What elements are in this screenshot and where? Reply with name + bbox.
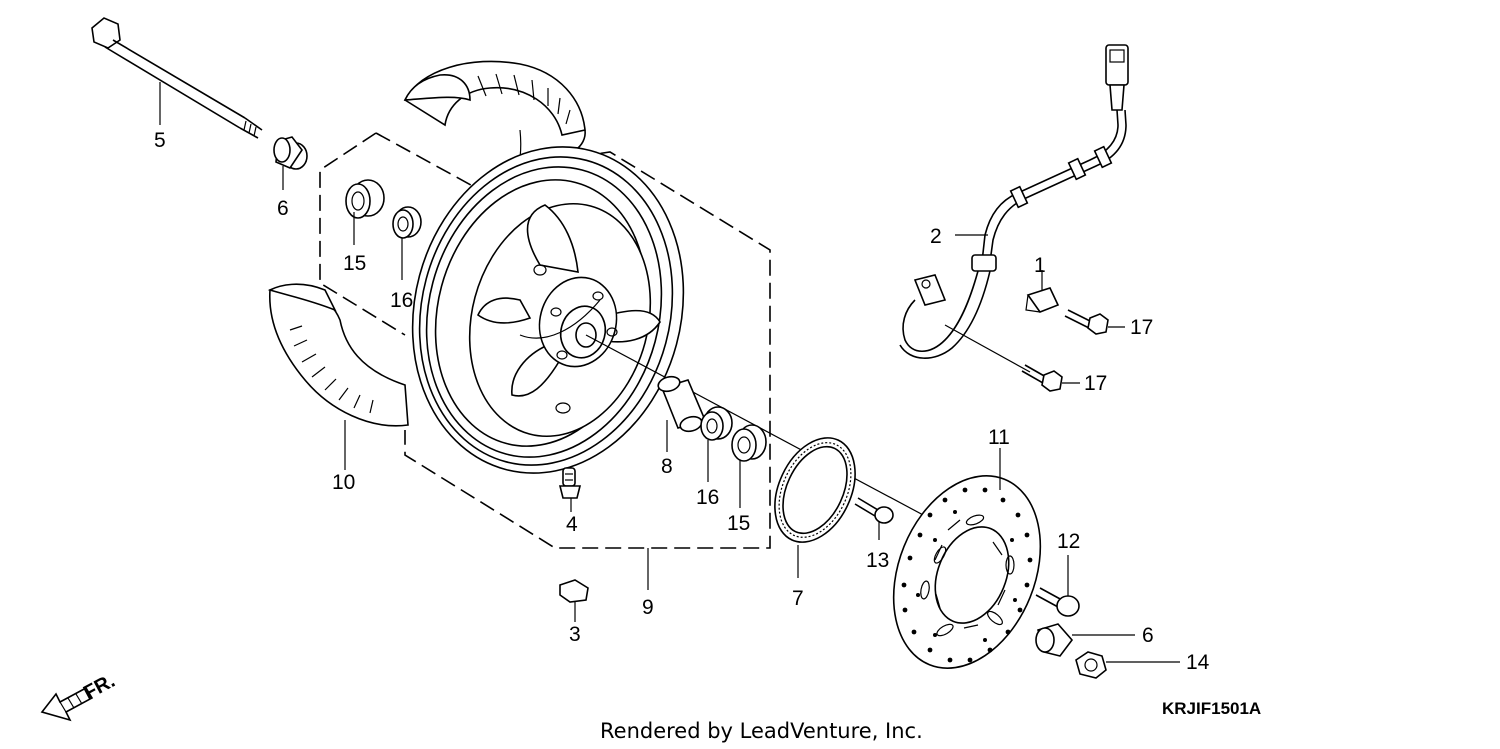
render-credit: Rendered by LeadVenture, Inc. xyxy=(600,719,923,743)
callout-12: 12 xyxy=(1057,530,1080,553)
part-6-collar-left[interactable] xyxy=(273,136,308,190)
front-direction-arrow: FR. xyxy=(40,670,119,722)
part-6-collar-right[interactable] xyxy=(1035,623,1135,657)
callout-16-upper: 16 xyxy=(390,289,413,312)
part-2-speed-sensor[interactable] xyxy=(899,44,1129,359)
tire-upper-half xyxy=(403,60,586,181)
callout-7: 7 xyxy=(792,587,804,610)
callout-13: 13 xyxy=(866,549,889,572)
part-4-valve-stem[interactable] xyxy=(558,467,582,512)
part-7-pulser-ring[interactable] xyxy=(759,425,871,578)
callout-8: 8 xyxy=(661,455,673,478)
wheel-rim[interactable] xyxy=(377,116,719,504)
callout-1: 1 xyxy=(1034,254,1046,277)
part-15-bearing-lower[interactable] xyxy=(731,424,767,508)
callout-11: 11 xyxy=(988,426,1010,449)
part-10-tire-lower-half[interactable] xyxy=(267,283,409,470)
callout-17-lower: 17 xyxy=(1084,372,1107,395)
part-13-screw[interactable] xyxy=(854,497,894,540)
part-12-disc-bolt[interactable] xyxy=(1035,555,1080,617)
part-17-bolt-lower[interactable] xyxy=(944,324,1080,392)
callout-2: 2 xyxy=(930,225,942,248)
diagram-code: KRJIF1501A xyxy=(1162,699,1261,718)
part-16-dust-seal-lower[interactable] xyxy=(700,406,733,482)
callout-6-right: 6 xyxy=(1142,624,1154,647)
callout-4: 4 xyxy=(566,513,578,536)
part-1-cable-clamp[interactable] xyxy=(1025,270,1060,313)
part-8-distance-collar[interactable] xyxy=(657,374,707,452)
part-5-axle-bolt[interactable] xyxy=(91,17,263,139)
part-17-bolt-upper[interactable] xyxy=(1064,309,1125,335)
part-9-wheel-assembly-boundary xyxy=(319,132,771,590)
callout-15-lower: 15 xyxy=(727,512,750,535)
part-11-brake-disc[interactable] xyxy=(866,448,1067,690)
callout-5: 5 xyxy=(154,129,166,152)
callout-3: 3 xyxy=(569,623,581,646)
callout-16-lower: 16 xyxy=(696,486,719,509)
callout-10: 10 xyxy=(332,471,355,494)
part-14-axle-nut[interactable] xyxy=(1075,651,1180,679)
callout-14: 14 xyxy=(1186,651,1210,674)
callout-15-upper: 15 xyxy=(343,252,366,275)
callout-6-left: 6 xyxy=(277,197,289,220)
part-3-clip[interactable] xyxy=(559,579,589,622)
callout-17-upper: 17 xyxy=(1130,316,1153,339)
callout-9: 9 xyxy=(642,596,654,619)
part-15-bearing-upper[interactable] xyxy=(345,179,385,245)
part-16-dust-seal-upper[interactable] xyxy=(392,206,422,280)
